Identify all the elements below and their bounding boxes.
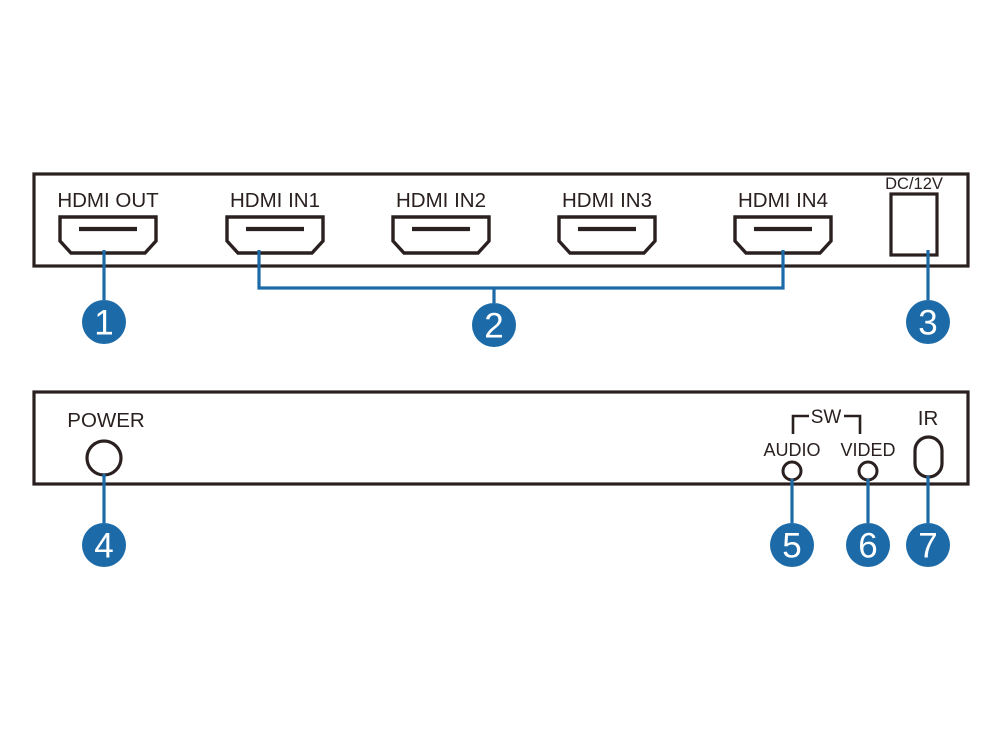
sw-bracket-right — [844, 414, 862, 434]
front-panel-body — [32, 390, 970, 486]
switch-group-label: SW — [811, 407, 842, 428]
control-audio[interactable]: AUDIO — [763, 440, 821, 482]
hdmi-connector-icon — [225, 215, 325, 255]
callout-circle-2 — [472, 303, 516, 347]
front-label-ir: IR — [918, 407, 939, 430]
port-hdmi-in2[interactable]: HDMI IN2 — [391, 189, 491, 255]
callout-4[interactable]: 4 — [82, 523, 126, 567]
port-label-hdmi-in3: HDMI IN3 — [562, 189, 652, 212]
callout-7[interactable]: 7 — [906, 523, 950, 567]
hdmi-connector-icon — [557, 215, 657, 255]
callout-number-4: 4 — [94, 527, 113, 566]
callout-circle-7 — [906, 523, 950, 567]
callout-number-6: 6 — [858, 527, 877, 566]
power-button-icon — [85, 439, 123, 477]
callout-3[interactable]: 3 — [906, 300, 950, 344]
front-panel-group: POWER SW AUDIO VIDED IR — [32, 390, 970, 486]
callout-number-7: 7 — [918, 527, 937, 566]
audio-button-icon — [781, 460, 803, 482]
switch-group-bracket: SW — [791, 407, 862, 434]
callout-circle-3 — [906, 300, 950, 344]
vided-button-icon — [857, 460, 879, 482]
port-dc-12v[interactable]: DC/12V — [885, 175, 943, 257]
callout-circle-1 — [82, 300, 126, 344]
callout-2[interactable]: 2 — [472, 303, 516, 347]
sw-bracket-left — [791, 414, 809, 434]
port-label-dc-12v: DC/12V — [885, 175, 943, 193]
ir-window-icon — [913, 435, 944, 479]
port-hdmi-in3[interactable]: HDMI IN3 — [557, 189, 657, 255]
callout-number-1: 1 — [94, 304, 113, 343]
front-label-power: POWER — [67, 409, 144, 432]
dc-jack-icon — [889, 192, 939, 257]
callout-number-3: 3 — [918, 304, 937, 343]
rear-callout-leaders — [102, 250, 930, 303]
callout-circle-4 — [82, 523, 126, 567]
callout-circle-6 — [846, 523, 890, 567]
callout-5[interactable]: 5 — [770, 523, 814, 567]
rear-panel-group: HDMI OUT HDMI IN1 HDMI IN2 HDMI IN3 — [32, 172, 970, 268]
front-label-audio: AUDIO — [763, 440, 820, 460]
leader-bracket-2 — [257, 250, 785, 290]
port-hdmi-out[interactable]: HDMI OUT — [57, 189, 159, 255]
callout-6[interactable]: 6 — [846, 523, 890, 567]
front-callout-leaders — [102, 474, 930, 523]
port-label-hdmi-in2: HDMI IN2 — [396, 189, 486, 212]
callout-circle-5 — [770, 523, 814, 567]
hdmi-connector-icon — [58, 215, 158, 255]
hdmi-connector-icon — [733, 215, 833, 255]
control-vided[interactable]: VIDED — [840, 440, 896, 482]
port-hdmi-in4[interactable]: HDMI IN4 — [733, 189, 833, 255]
callout-number-2: 2 — [484, 307, 503, 346]
callout-number-5: 5 — [782, 527, 801, 566]
port-label-hdmi-in1: HDMI IN1 — [230, 189, 320, 212]
callout-1[interactable]: 1 — [82, 300, 126, 344]
port-label-hdmi-in4: HDMI IN4 — [738, 189, 828, 212]
hdmi-connector-icon — [391, 215, 491, 255]
control-ir[interactable]: IR — [913, 407, 944, 479]
port-label-hdmi-out: HDMI OUT — [57, 189, 159, 212]
front-label-vided: VIDED — [840, 440, 895, 460]
port-hdmi-in1[interactable]: HDMI IN1 — [225, 189, 325, 255]
